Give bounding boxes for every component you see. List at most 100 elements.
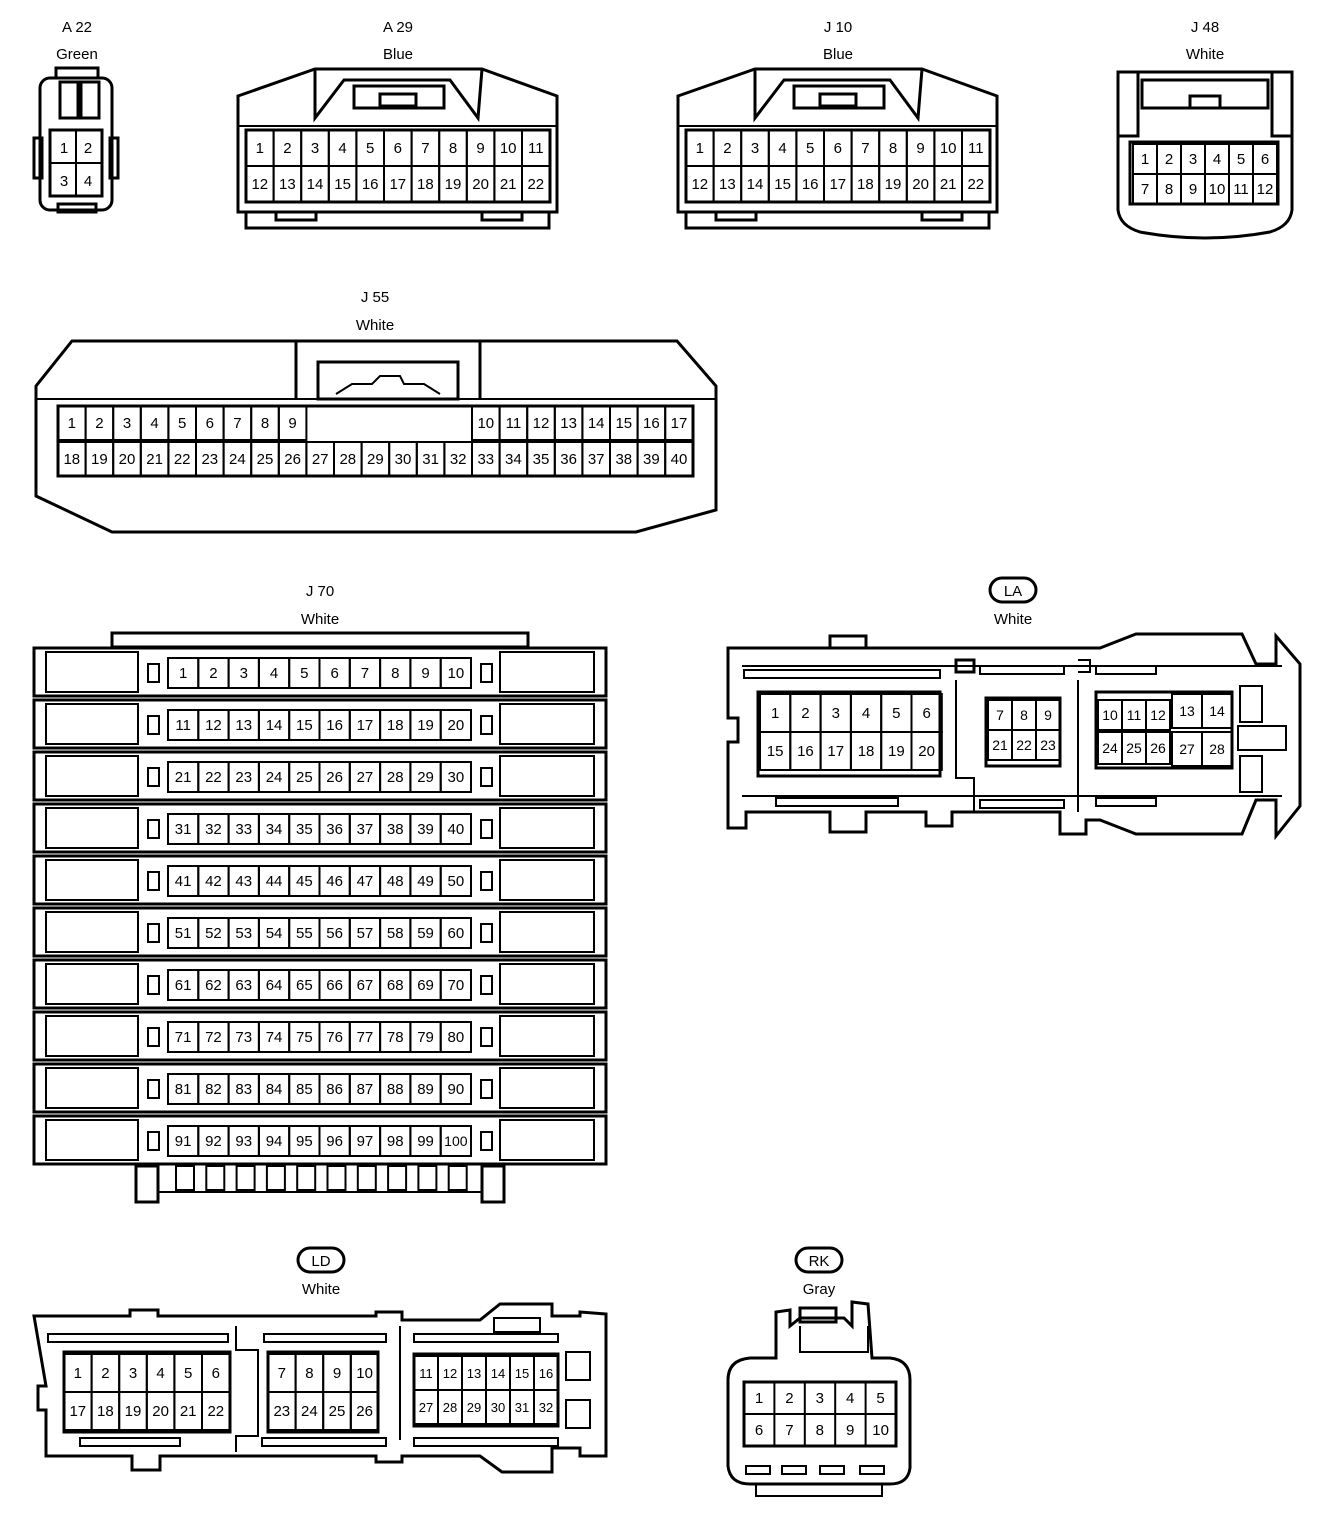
connector-ld-pin: 20 <box>145 1391 176 1431</box>
connector-j55-pin-number: 25 <box>257 451 274 468</box>
connector-ld-pin-number: 16 <box>539 1366 553 1381</box>
connector-j70-pin: 56 <box>318 917 351 949</box>
connector-j70-pin-number: 40 <box>448 821 465 838</box>
connector-a29-pin: 3 <box>300 129 330 167</box>
connector-j70-pin: 39 <box>409 813 442 845</box>
connector-j70-pin: 62 <box>197 969 230 1001</box>
connector-j55-pin-number: 40 <box>671 451 688 468</box>
connector-j70-tooth <box>296 1165 317 1191</box>
connector-ld-pin: 19 <box>118 1391 148 1431</box>
connector-la-pin-cell <box>1145 699 1171 731</box>
connector-j10-pin: 22 <box>961 165 991 203</box>
connector-j55-pin: 1 <box>57 405 87 441</box>
connector-j10-color: Blue <box>823 46 853 63</box>
connector-j70-pin-number: 3 <box>240 665 248 682</box>
connector-j70-pin-number: 71 <box>175 1029 192 1046</box>
connector-j70-pin-number: 48 <box>387 873 404 890</box>
connector-j70-id: J 70 <box>306 583 334 600</box>
connector-ld-pin-number: 13 <box>467 1366 481 1381</box>
connector-j48-pin: 6 <box>1252 143 1278 175</box>
connector-j48-id: J 48 <box>1191 19 1219 36</box>
connector-j70-pin-number: 17 <box>357 717 374 734</box>
connector-j70-pin: 23 <box>227 761 260 793</box>
connector-ld-pin: 17 <box>63 1391 93 1431</box>
connector-la-pin-cell <box>1145 731 1171 765</box>
connector-j70-pin: 33 <box>227 813 260 845</box>
connector-j70-pin-number: 79 <box>417 1029 434 1046</box>
connector-a29-pin: 10 <box>493 129 523 167</box>
connector-a29-pin-number: 20 <box>472 176 489 193</box>
connector-j70-pin: 18 <box>379 709 412 741</box>
connector-j70-pin-number: 43 <box>235 873 252 890</box>
connector-j55-pin-number: 18 <box>63 451 80 468</box>
connector-j70-pin: 1 <box>167 657 200 689</box>
connector-j55-pin: 32 <box>443 441 473 477</box>
connector-j55-pin: 37 <box>581 441 612 477</box>
connector-j70-pin: 79 <box>409 1021 442 1053</box>
connector-j10-pin: 9 <box>905 129 936 167</box>
connector-a29-pin-number: 7 <box>421 140 429 157</box>
connector-a29-pin: 4 <box>327 129 358 167</box>
connector-ld-pin-number: 23 <box>273 1403 290 1420</box>
connector-j70-pin: 54 <box>257 917 291 949</box>
connector-la-pin-number: 17 <box>827 743 844 760</box>
connector-a29-pin-number: 15 <box>334 176 351 193</box>
connector-j70-pin: 22 <box>197 761 230 793</box>
connector-j70-pin: 50 <box>439 865 473 897</box>
connector-j55-pin-number: 39 <box>643 451 660 468</box>
connector-j55-pin: 25 <box>250 441 280 477</box>
connector-j70-pin-number: 5 <box>300 665 308 682</box>
connector-j55-pin: 18 <box>57 441 87 477</box>
connector-j70-pin: 97 <box>348 1125 382 1157</box>
connector-j70-pin-number: 49 <box>417 873 434 890</box>
connector-j55-pin: 33 <box>471 441 501 477</box>
connector-ld-pin-number: 15 <box>515 1366 529 1381</box>
connector-ld-pin-number: 25 <box>329 1403 346 1420</box>
connector-la-pin-cell <box>1201 731 1233 767</box>
connector-la-pin-number: 15 <box>767 743 784 760</box>
connector-j55-pin-number: 30 <box>395 451 412 468</box>
connector-j70-pin-number: 35 <box>296 821 313 838</box>
connector-la-pin-number: 3 <box>832 705 840 722</box>
connector-j70-pin-number: 69 <box>417 977 434 994</box>
connector-a29-pin-number: 22 <box>527 176 544 193</box>
connector-j55-pin-number: 21 <box>146 451 163 468</box>
connector-a29-id: A 29 <box>383 19 413 36</box>
connector-rk-pin-number: 8 <box>816 1422 824 1439</box>
connector-j55-color: White <box>356 317 394 334</box>
connector-j55-pin-number: 19 <box>91 451 108 468</box>
connector-j55-pin: 7 <box>222 405 253 441</box>
connector-j70-pin-number: 67 <box>357 977 374 994</box>
connector-j70-pin-number: 54 <box>266 925 283 942</box>
connector-j70-pin: 65 <box>288 969 321 1001</box>
connector-j10-pin-number: 13 <box>719 176 736 193</box>
connector-j70-pin: 98 <box>379 1125 412 1157</box>
connector-j48-pin-number: 2 <box>1165 151 1173 168</box>
connector-la-pin: 12 <box>1145 699 1171 731</box>
connector-j70-pin-number: 34 <box>266 821 283 838</box>
connector-la-id-badge <box>988 576 1038 604</box>
connector-ld-pin-number: 31 <box>515 1400 529 1415</box>
connector-j70-pin-number: 84 <box>266 1081 283 1098</box>
connector-a29-pin: 1 <box>245 129 275 167</box>
connector-ld-pin-number: 28 <box>443 1400 457 1415</box>
connector-ld-pin: 10 <box>349 1353 380 1393</box>
connector-j10-pin-number: 2 <box>723 140 731 157</box>
connector-a29-pin-number: 14 <box>307 176 324 193</box>
connector-ld-pin: 26 <box>349 1391 380 1431</box>
connector-a29-pin-number: 3 <box>311 140 319 157</box>
connector-rk-pin: 5 <box>876 1382 897 1414</box>
connector-j10-pin-number: 4 <box>778 140 786 157</box>
connector-j70-pin-number: 86 <box>326 1081 343 1098</box>
connector-j70-pin: 60 <box>439 917 473 949</box>
connector-j48-pin: 8 <box>1156 173 1182 205</box>
connector-j70-pin: 66 <box>318 969 351 1001</box>
connector-j70-pin: 87 <box>348 1073 382 1105</box>
connector-j70-pin: 84 <box>257 1073 291 1105</box>
connector-j70-pin-number: 46 <box>326 873 343 890</box>
connector-j70-pin: 80 <box>439 1021 473 1053</box>
connector-j10-pin: 2 <box>712 129 743 167</box>
